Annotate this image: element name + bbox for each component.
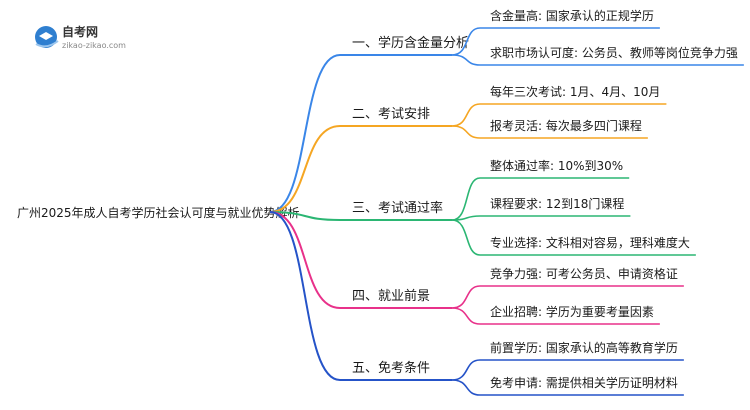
leaf-topic: 每年三次考试: 1月、4月、10月: [490, 84, 660, 99]
branch-topic: 二、考试安排: [352, 107, 430, 122]
logo-title: 自考网: [62, 24, 98, 39]
branch-connector: [269, 125, 452, 213]
leaf-connector: [451, 125, 648, 139]
branch-topic: 五、免考条件: [352, 360, 430, 376]
branch-connector: [269, 211, 452, 309]
branch-connector: [269, 54, 452, 213]
leaf-topic: 专业选择: 文科相对容易，理科难度大: [490, 235, 690, 250]
leaf-topic: 含金量高: 国家承认的正规学历: [490, 8, 654, 23]
branch-connector: [269, 211, 452, 381]
leaf-topic: 竞争力强: 可考公务员、申请资格证: [490, 266, 678, 281]
leaf-connector: [451, 103, 667, 127]
leaf-connector: [451, 219, 696, 256]
leaf-connector: [451, 379, 684, 396]
branch-connector: [269, 211, 452, 221]
leaf-connector: [451, 359, 684, 381]
logo-url: zikao-zikao.com: [62, 41, 126, 50]
leaf-connector: [451, 177, 630, 221]
leaf-topic: 前置学历: 国家承认的高等教育学历: [490, 340, 678, 355]
leaf-topic: 求职市场认可度: 公务员、教师等岗位竞争力强: [490, 45, 738, 60]
logo-swoosh-icon: [35, 40, 59, 48]
branch-topic: 一、学历含金量分析: [352, 35, 469, 51]
leaf-topic: 课程要求: 12到18门课程: [490, 196, 624, 211]
leaf-connector: [451, 215, 631, 221]
leaf-connector: [451, 27, 660, 56]
leaf-connector: [451, 307, 660, 325]
leaf-topic: 报考灵活: 每次最多四门课程: [490, 118, 642, 133]
leaf-connector: [451, 285, 684, 309]
site-logo: 自考网 zikao-zikao.com: [35, 24, 126, 50]
logo-cap-icon: [39, 32, 53, 40]
root-topic: 广州2025年成人自考学历社会认可度与就业优势解析: [17, 205, 300, 220]
leaf-topic: 企业招聘: 学历为重要考量因素: [490, 304, 654, 319]
branch-topic: 三、考试通过率: [352, 200, 443, 216]
branch-topic: 四、就业前景: [352, 288, 430, 304]
leaf-connector: [451, 54, 744, 66]
leaf-topic: 免考申请: 需提供相关学历证明材料: [490, 375, 678, 390]
leaf-topic: 整体通过率: 10%到30%: [490, 158, 623, 173]
